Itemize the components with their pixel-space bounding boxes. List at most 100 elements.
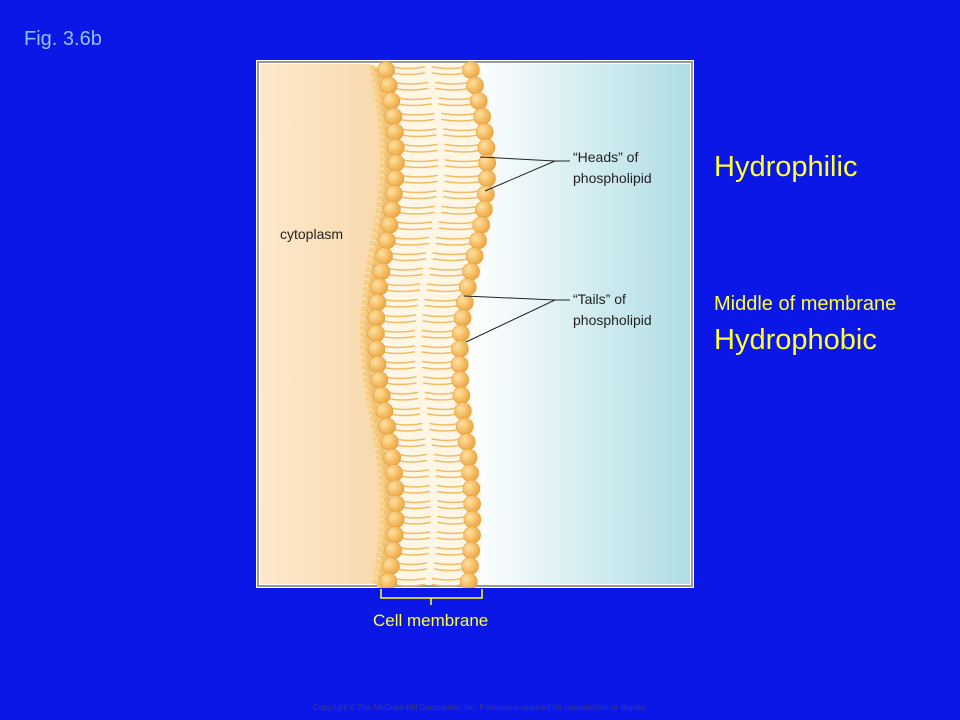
outer-tail bbox=[435, 81, 470, 85]
outer-head bbox=[459, 572, 478, 588]
outer-tail bbox=[431, 66, 466, 70]
outer-tail bbox=[421, 366, 455, 370]
outer-tail bbox=[440, 112, 477, 116]
outer-tail bbox=[444, 174, 482, 178]
inner-tail bbox=[398, 112, 435, 116]
inner-tail bbox=[400, 128, 437, 132]
inner-tail bbox=[386, 397, 419, 401]
outer-tail bbox=[444, 165, 483, 169]
membrane-figure bbox=[256, 60, 694, 588]
outer-tail bbox=[435, 87, 470, 91]
inner-tail bbox=[396, 103, 432, 107]
outer-tail bbox=[441, 211, 479, 215]
outer-tail bbox=[444, 149, 482, 153]
inner-tail bbox=[394, 221, 433, 225]
outer-tail bbox=[435, 242, 473, 246]
inner-tail bbox=[401, 159, 439, 163]
tails-leader-lower bbox=[465, 299, 556, 343]
copyright-notice: Copyright © The McGraw-Hill Companies, I… bbox=[313, 703, 647, 712]
outer-tail bbox=[421, 360, 455, 364]
inner-tail bbox=[382, 298, 418, 302]
tails-callout-line1: “Tails” of bbox=[573, 291, 626, 307]
middle-of-membrane-label: Middle of membrane bbox=[714, 293, 897, 315]
outer-tail bbox=[421, 345, 455, 349]
outer-tail bbox=[431, 583, 464, 587]
inner-head bbox=[379, 572, 398, 588]
inner-tail bbox=[382, 366, 416, 370]
heads-callout-line1: “Heads” of bbox=[573, 149, 639, 165]
membrane-illustration bbox=[257, 61, 693, 588]
outer-tail bbox=[426, 413, 458, 417]
inner-tail bbox=[397, 459, 428, 463]
inner-tail bbox=[400, 174, 438, 178]
inner-tail bbox=[392, 236, 430, 240]
outer-tail bbox=[433, 459, 464, 463]
inner-tail bbox=[381, 345, 415, 349]
heads-leader-lower bbox=[484, 160, 556, 192]
outer-tail bbox=[421, 335, 456, 339]
outer-tail bbox=[438, 97, 474, 101]
outer-tail bbox=[440, 118, 477, 122]
outer-tail bbox=[444, 159, 483, 163]
outer-tail bbox=[424, 397, 457, 401]
tails-callout: “Tails” of phospholipid bbox=[573, 289, 652, 331]
inner-tail bbox=[397, 211, 435, 215]
outer-tail bbox=[432, 258, 470, 262]
outer-tail bbox=[426, 283, 463, 287]
inner-tail bbox=[401, 506, 431, 510]
outer-tail bbox=[429, 428, 460, 432]
inner-tail bbox=[382, 360, 416, 364]
outer-tail bbox=[435, 552, 467, 556]
outer-tail bbox=[437, 506, 467, 510]
outer-tail bbox=[429, 273, 466, 277]
outer-tail bbox=[444, 143, 482, 147]
outer-tail bbox=[421, 351, 455, 355]
heads-callout: “Heads” of phospholipid bbox=[573, 147, 652, 189]
outer-tail bbox=[438, 103, 474, 107]
tails-callout-line2: phospholipid bbox=[573, 312, 652, 328]
inner-tail bbox=[401, 149, 438, 153]
outer-tail bbox=[432, 252, 470, 256]
outer-tail bbox=[429, 267, 466, 271]
inner-tail bbox=[381, 351, 415, 355]
outer-tail bbox=[421, 329, 456, 333]
inner-tail bbox=[384, 382, 417, 386]
outer-tail bbox=[438, 221, 477, 225]
outer-tail bbox=[424, 298, 460, 302]
inner-tail bbox=[394, 227, 433, 231]
inner-tail bbox=[382, 304, 418, 308]
outer-tail bbox=[431, 72, 466, 76]
inner-tail bbox=[400, 537, 431, 541]
inner-tail bbox=[386, 267, 424, 271]
outer-tail bbox=[436, 490, 467, 494]
outer-tail bbox=[443, 128, 480, 132]
inner-tail bbox=[391, 72, 426, 76]
outer-tail bbox=[443, 190, 481, 194]
hydrophilic-label: Hydrophilic bbox=[714, 151, 858, 183]
outer-tail bbox=[431, 444, 462, 448]
outer-tail bbox=[444, 180, 482, 184]
inner-tail bbox=[400, 490, 431, 494]
inner-tail bbox=[399, 196, 437, 200]
tails-leader-upper bbox=[463, 295, 556, 301]
outer-tail bbox=[435, 475, 466, 479]
outer-tail bbox=[443, 134, 480, 138]
cytoplasm-region bbox=[260, 64, 382, 584]
outer-tail bbox=[423, 382, 456, 386]
inner-tail bbox=[389, 413, 421, 417]
outer-tail bbox=[422, 314, 458, 318]
inner-tail bbox=[381, 329, 416, 333]
inner-tail bbox=[393, 81, 429, 85]
inner-tail bbox=[381, 320, 417, 324]
inner-tail bbox=[401, 165, 439, 169]
inner-tail bbox=[400, 521, 431, 525]
cytoplasm-label: cytoplasm bbox=[280, 226, 344, 242]
inner-tail bbox=[389, 252, 427, 256]
inner-tail bbox=[393, 583, 426, 587]
inner-tail bbox=[384, 289, 421, 293]
inner-tail bbox=[396, 97, 432, 101]
inner-tail bbox=[386, 273, 424, 277]
outer-tail bbox=[435, 236, 473, 240]
inner-tail bbox=[399, 475, 429, 479]
